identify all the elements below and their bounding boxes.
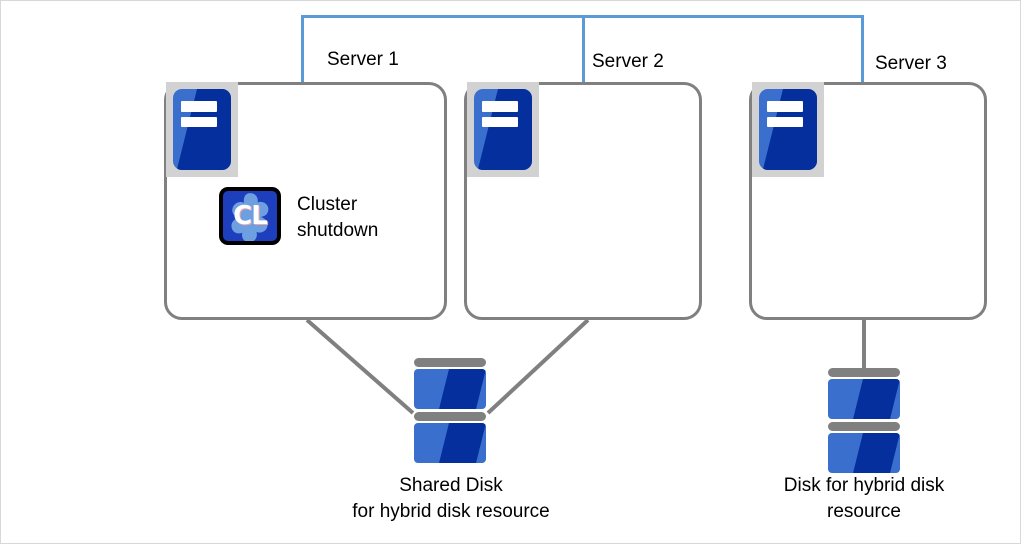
shared-disk-caption: Shared Disk for hybrid disk resource	[1, 473, 901, 524]
server-icon-3	[752, 82, 824, 177]
hybrid-disk-caption-line2: resource	[827, 500, 901, 522]
cluster-shutdown-caption-line2: shutdown	[297, 219, 379, 241]
disk-platter-cap-bottom	[414, 412, 486, 421]
server-icon-bar-top	[482, 101, 519, 112]
connector-server2-shared-disk	[486, 318, 590, 415]
interconnect-drop-server-1	[301, 15, 304, 82]
server-icon-bar-bottom	[181, 116, 218, 128]
interconnect-drop-server-3	[861, 15, 864, 82]
hybrid-disk-icon[interactable]	[828, 368, 900, 476]
server-icon-bar-bottom	[767, 116, 804, 128]
shared-disk-caption-line2: for hybrid disk resource	[352, 500, 550, 522]
disk-platter-cap-top	[414, 358, 486, 367]
cluster-shutdown-icon[interactable]: CL	[219, 187, 281, 245]
server-icon-bar-top	[767, 101, 804, 112]
cluster-shutdown-caption: Cluster shutdown	[297, 192, 378, 243]
disk-platter-cap-bottom	[828, 422, 900, 431]
disk-platter-body-bottom	[414, 423, 486, 463]
shared-disk-icon[interactable]	[414, 358, 486, 466]
disk-platter-body-top	[828, 379, 900, 419]
cluster-shutdown-icon-body: CL	[223, 191, 277, 241]
hybrid-disk-caption-line1: Disk for hybrid disk	[783, 475, 945, 496]
shared-disk-caption-line1: Shared Disk	[399, 475, 503, 496]
server-label-2: Server 2	[592, 51, 664, 72]
cluster-shutdown-caption-line1: Cluster	[297, 194, 358, 215]
disk-platter-body-bottom	[828, 433, 900, 473]
connector-server1-shared-disk	[305, 318, 415, 415]
server-icon-2	[467, 82, 539, 177]
server-icon-1	[166, 82, 238, 177]
hybrid-disk-caption: Disk for hybrid disk resource	[704, 473, 1020, 524]
server-icon-body	[173, 89, 231, 170]
server-box-2[interactable]	[464, 82, 702, 320]
server-label-3: Server 3	[875, 53, 947, 74]
server-icon-body	[759, 89, 817, 170]
server-icon-bar-bottom	[482, 116, 519, 128]
server-label-1: Server 1	[327, 49, 399, 70]
interconnect-drop-server-2	[582, 15, 585, 82]
disk-platter-cap-top	[828, 368, 900, 377]
server-icon-body	[474, 89, 532, 170]
cluster-node-blob-icon	[231, 193, 269, 241]
cluster-shutdown-icon-text: CL	[233, 201, 268, 231]
server-icon-bar-top	[181, 101, 218, 112]
disk-platter-body-top	[414, 369, 486, 409]
